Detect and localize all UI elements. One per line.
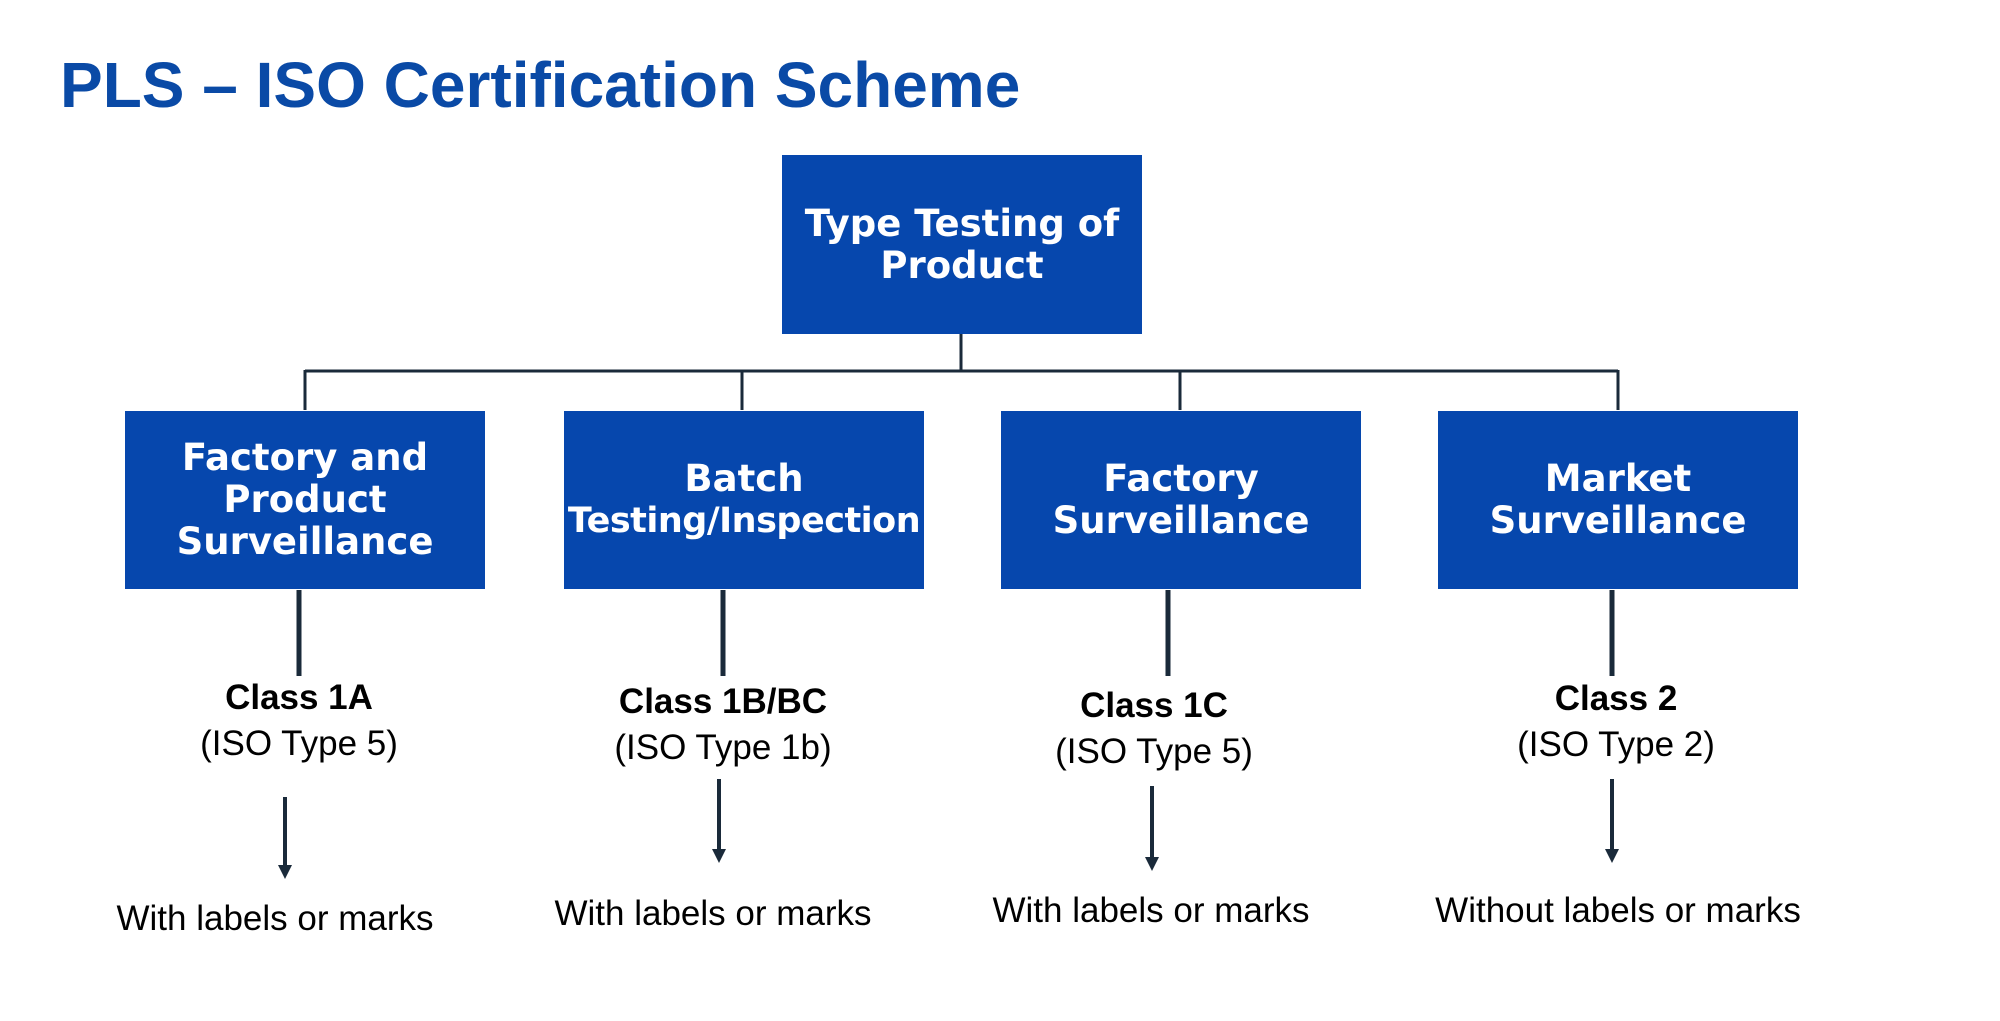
branch-box-1-line-1: Factory and bbox=[181, 436, 429, 479]
branch-box-4-line-2: Surveillance bbox=[1489, 499, 1747, 542]
branch-box-factory-surveillance: Factory Surveillance bbox=[1001, 411, 1361, 589]
iso-type-2: (ISO Type 1b) bbox=[614, 728, 832, 767]
branch-box-2-text: Batch Testing/Inspection bbox=[567, 457, 921, 542]
iso-type-4: (ISO Type 2) bbox=[1517, 725, 1715, 764]
branch-box-4-line-1: Market bbox=[1544, 457, 1692, 500]
class-name-2: Class 1B/BC bbox=[618, 682, 828, 721]
branch-box-2-line-1: Batch bbox=[684, 457, 804, 500]
root-box-line-2: Product bbox=[880, 243, 1044, 287]
branch-box-3-line-2: Surveillance bbox=[1052, 499, 1310, 542]
branch-box-factory-product-surveillance: Factory and Product Surveillance bbox=[125, 411, 485, 589]
marking-label-3: With labels or marks bbox=[992, 891, 1310, 930]
branch-box-2-line-2: Testing/Inspection bbox=[567, 501, 921, 541]
branch-box-1-line-3: Surveillance bbox=[176, 520, 434, 563]
iso-type-1: (ISO Type 5) bbox=[200, 724, 398, 763]
branch-box-batch-testing: Batch Testing/Inspection bbox=[564, 411, 924, 589]
branch-box-3-text: Factory Surveillance bbox=[1053, 458, 1310, 542]
marking-label-4: Without labels or marks bbox=[1435, 891, 1801, 930]
iso-type-3: (ISO Type 5) bbox=[1055, 732, 1253, 771]
root-box-text: Type Testing of Product bbox=[804, 201, 1120, 287]
class-name-4: Class 2 bbox=[1554, 679, 1678, 718]
class-name-3: Class 1C bbox=[1080, 686, 1228, 725]
class-name-1: Class 1A bbox=[225, 678, 373, 717]
branch-box-1-text: Factory and Product Surveillance bbox=[177, 437, 434, 563]
branch-box-4-text: Market Surveillance bbox=[1490, 458, 1747, 542]
marking-label-1: With labels or marks bbox=[116, 899, 434, 938]
branch-box-1-line-2: Product bbox=[223, 478, 387, 521]
branch-box-market-surveillance: Market Surveillance bbox=[1438, 411, 1798, 589]
root-box-type-testing: Type Testing of Product bbox=[782, 155, 1142, 334]
root-box-line-1: Type Testing of bbox=[804, 201, 1120, 245]
marking-label-2: With labels or marks bbox=[554, 894, 872, 933]
page-title: PLS – ISO Certification Scheme bbox=[60, 49, 1021, 121]
branch-box-3-line-1: Factory bbox=[1103, 457, 1259, 500]
